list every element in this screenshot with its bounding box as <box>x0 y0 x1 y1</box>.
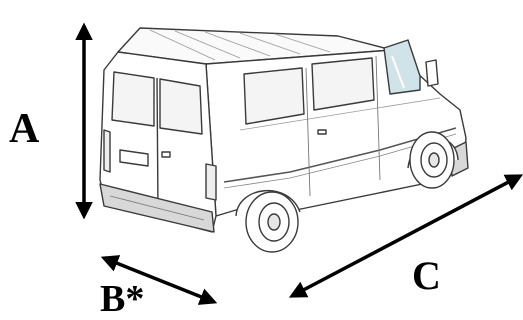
rear-light-left <box>103 129 111 173</box>
length-arrow <box>288 174 523 298</box>
license-plate <box>119 149 149 167</box>
front-wheel <box>407 131 459 189</box>
rear-window-right <box>159 78 203 135</box>
van-illustration <box>99 27 469 253</box>
rear-door-handle <box>161 151 171 158</box>
width-arrow <box>100 255 218 305</box>
cab-window <box>383 39 421 95</box>
length-dimension-label: C <box>412 253 441 298</box>
width-dimension-label: B* <box>100 278 145 320</box>
rear-light-right <box>205 163 217 201</box>
side-mirror <box>425 59 439 87</box>
side-window-rear <box>243 67 305 125</box>
side-window-middle <box>311 57 375 111</box>
rear-window-left <box>111 71 155 127</box>
rear-wheel <box>235 189 301 253</box>
height-dimension-label: A <box>9 106 40 152</box>
